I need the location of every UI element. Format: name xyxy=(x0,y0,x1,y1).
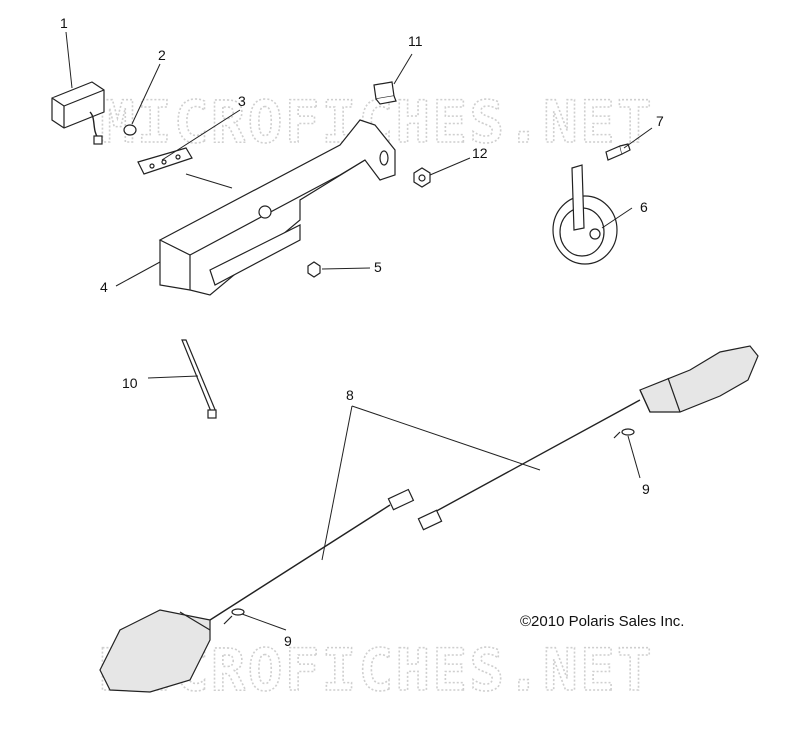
leader-lines xyxy=(65,31,653,631)
part-5-nut xyxy=(307,261,321,278)
callout-11: 11 xyxy=(408,33,423,49)
part-7-screw xyxy=(605,143,631,161)
callout-9-lower: 9 xyxy=(284,633,292,649)
callout-9-upper: 9 xyxy=(642,481,650,497)
callout-10: 10 xyxy=(122,375,138,391)
callout-5: 5 xyxy=(374,259,382,275)
part-8-turn-signal-upper xyxy=(417,345,759,531)
callout-8: 8 xyxy=(346,387,354,403)
part-11-bolt xyxy=(373,81,397,105)
copyright-notice: ©2010 Polaris Sales Inc. xyxy=(520,613,685,630)
part-6-horn xyxy=(552,164,618,265)
part-1-light-housing xyxy=(51,81,105,145)
part-3-plate xyxy=(137,147,193,175)
callout-4: 4 xyxy=(100,279,108,295)
part-9-screw-upper xyxy=(613,428,635,439)
callout-6: 6 xyxy=(640,199,648,215)
part-8-turn-signal-lower xyxy=(99,488,415,693)
part-10-tie-strap xyxy=(181,339,217,419)
callout-7: 7 xyxy=(656,113,664,129)
part-2-spacer xyxy=(123,124,137,136)
part-9-screw-lower xyxy=(223,608,245,625)
part-12-nut xyxy=(413,167,431,188)
callout-1: 1 xyxy=(60,15,68,31)
part-4-bracket xyxy=(158,119,396,296)
callout-3: 3 xyxy=(238,93,246,109)
callout-12: 12 xyxy=(472,145,488,161)
callout-2: 2 xyxy=(158,47,166,63)
